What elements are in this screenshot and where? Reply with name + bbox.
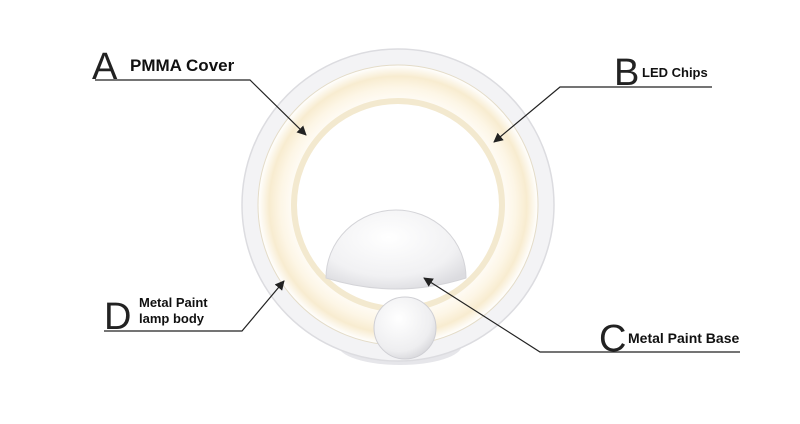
callout-letter-b: B: [614, 52, 640, 94]
callout-label-metal-paint-base: Metal Paint Base: [628, 330, 740, 346]
callout-label-led-chips: LED Chips: [642, 65, 708, 80]
callout-letter-a: A: [92, 46, 118, 88]
callout-line-d: [104, 280, 285, 332]
callout-letter-c: C: [599, 318, 627, 360]
callout-letter-d: D: [104, 296, 132, 338]
callout-line-a: [95, 79, 307, 136]
callout-line-c: [423, 277, 740, 353]
callout-label-lamp-body: lamp body: [139, 311, 205, 326]
mounting-knob: [373, 296, 437, 360]
metal-base: [325, 209, 467, 290]
callout-lines: [95, 79, 740, 353]
callout-label-pmma-cover: PMMA Cover: [130, 56, 235, 75]
callout-line-b: [493, 86, 712, 143]
callout-label-metal-paint: Metal Paint: [139, 295, 208, 310]
